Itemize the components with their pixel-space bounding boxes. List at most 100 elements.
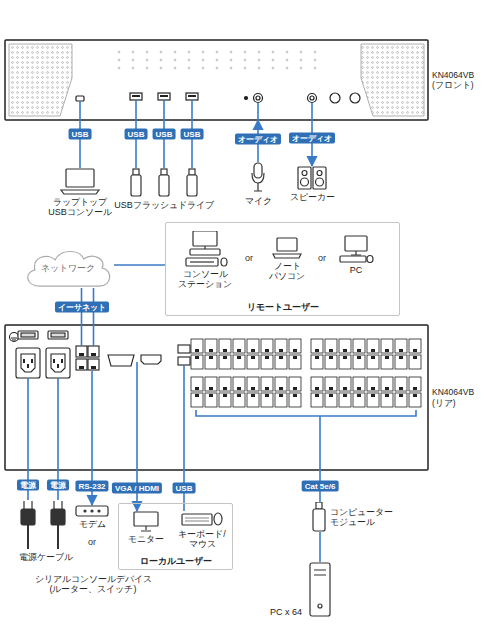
shape-path: [136, 362, 138, 470]
node-label: モニター: [128, 534, 164, 544]
shape-rect: [159, 175, 169, 196]
shape-rect: [298, 167, 311, 189]
shape-circle: [330, 93, 340, 103]
tower-drawing: [310, 563, 330, 616]
shape-rect: [76, 96, 84, 101]
shape-rect: [367, 339, 379, 353]
shape-rect: [191, 339, 203, 353]
shape-rect: [251, 394, 255, 397]
device: PC x 64: [258, 562, 334, 617]
speaker-drawing: [298, 167, 326, 189]
shape-rect: [395, 377, 407, 391]
shape-rect: [205, 393, 217, 407]
shape-rect: [233, 355, 245, 369]
shape-rect: [237, 394, 241, 397]
shape-rect: [131, 175, 141, 196]
shape-rect: [209, 387, 213, 390]
shape-rect: [293, 394, 297, 397]
shape-rect: [195, 356, 199, 359]
shape-circle: [254, 94, 263, 103]
shape-rect: [357, 394, 361, 397]
shape-rect: [357, 387, 361, 390]
shape-rect: [371, 394, 375, 397]
shape-rect: [367, 355, 379, 369]
shape-circle: [256, 96, 260, 100]
cable-connector: [319, 532, 321, 562]
shape-circle: [84, 510, 86, 512]
shape-rect: [219, 377, 231, 391]
device: モデム: [72, 505, 112, 529]
dongle-drawing: [313, 502, 325, 531]
shape-rect: [315, 356, 319, 359]
shape-rect: [329, 356, 333, 359]
shape-rect: [209, 356, 213, 359]
shape-rect: [275, 377, 287, 391]
monitor-icon: [133, 511, 159, 532]
shape-rect: [265, 349, 269, 352]
shape-circle: [98, 510, 100, 512]
shape-rect: [325, 377, 337, 391]
modem-icon: [75, 505, 109, 517]
shape-circle: [91, 510, 93, 512]
shape-rect: [329, 394, 333, 397]
shape-rect: [339, 339, 351, 353]
shape-rect: [315, 394, 319, 397]
shape-ellipse: [221, 258, 227, 266]
front-inner-wires: [80, 100, 312, 120]
group-box: ローカルユーザーモニターキーボード/ マウス: [118, 503, 233, 570]
shape-rect: [275, 339, 287, 353]
shape-rect: [265, 394, 269, 397]
shape-rect: [353, 339, 365, 353]
keyboard-icon: [181, 511, 223, 527]
shape-circle: [318, 604, 322, 608]
tower-icon: [308, 562, 332, 617]
shape-rect: [385, 356, 389, 359]
cable-connector: [191, 120, 193, 168]
shape-rect: [186, 258, 218, 266]
shape-path: [54, 501, 62, 509]
shape-rect: [371, 349, 375, 352]
rear-inner-wires: [28, 325, 416, 470]
shape-rect: [399, 394, 403, 397]
monitor-drawing: [134, 512, 158, 531]
shape-rect: [161, 169, 167, 175]
shape-circle: [245, 97, 248, 100]
shape-rect: [325, 355, 337, 369]
shape-path: [254, 183, 262, 191]
cable-label: USB: [125, 129, 148, 140]
shape-rect: [223, 394, 227, 397]
device: スピーカー: [287, 166, 337, 202]
shape-rect: [251, 349, 255, 352]
shape-path: [81, 325, 83, 346]
cable-label: Cat 5e/6: [302, 481, 339, 492]
laptop-drawing: [61, 169, 99, 194]
shape-path: [257, 103, 259, 121]
node-label: ラップトップ USBコンソール: [43, 197, 117, 218]
shape-circle: [10, 333, 19, 342]
shape-rect: [195, 394, 199, 397]
shape-rect: [311, 393, 323, 407]
shape-rect: [289, 377, 301, 391]
shape-rect: [385, 394, 389, 397]
shape-rect: [265, 356, 269, 359]
nb-drawing: [273, 238, 301, 258]
device: マイク: [238, 162, 278, 206]
keyboard-drawing: [182, 513, 222, 525]
node-label: コンピューター モジュール: [330, 507, 396, 528]
shape-rect: [381, 339, 393, 353]
node-label: シリアルコンソールデバイス (ルーター、スイッチ): [26, 574, 160, 595]
shape-path: [21, 354, 35, 372]
shape-rect: [178, 345, 190, 353]
shape-rect: [279, 387, 283, 390]
shape-rect: [329, 349, 333, 352]
node-label: USBフラッシュドライブ: [114, 200, 214, 210]
shape-rect: [325, 393, 337, 407]
shape-rect: [311, 377, 323, 391]
shape-rect: [160, 95, 168, 97]
laptop-icon: [60, 168, 100, 195]
shape-rect: [343, 349, 347, 352]
shape-rect: [21, 333, 35, 337]
mic-icon: [250, 162, 266, 194]
shape-rect: [310, 563, 330, 616]
shape-rect: [61, 359, 63, 363]
